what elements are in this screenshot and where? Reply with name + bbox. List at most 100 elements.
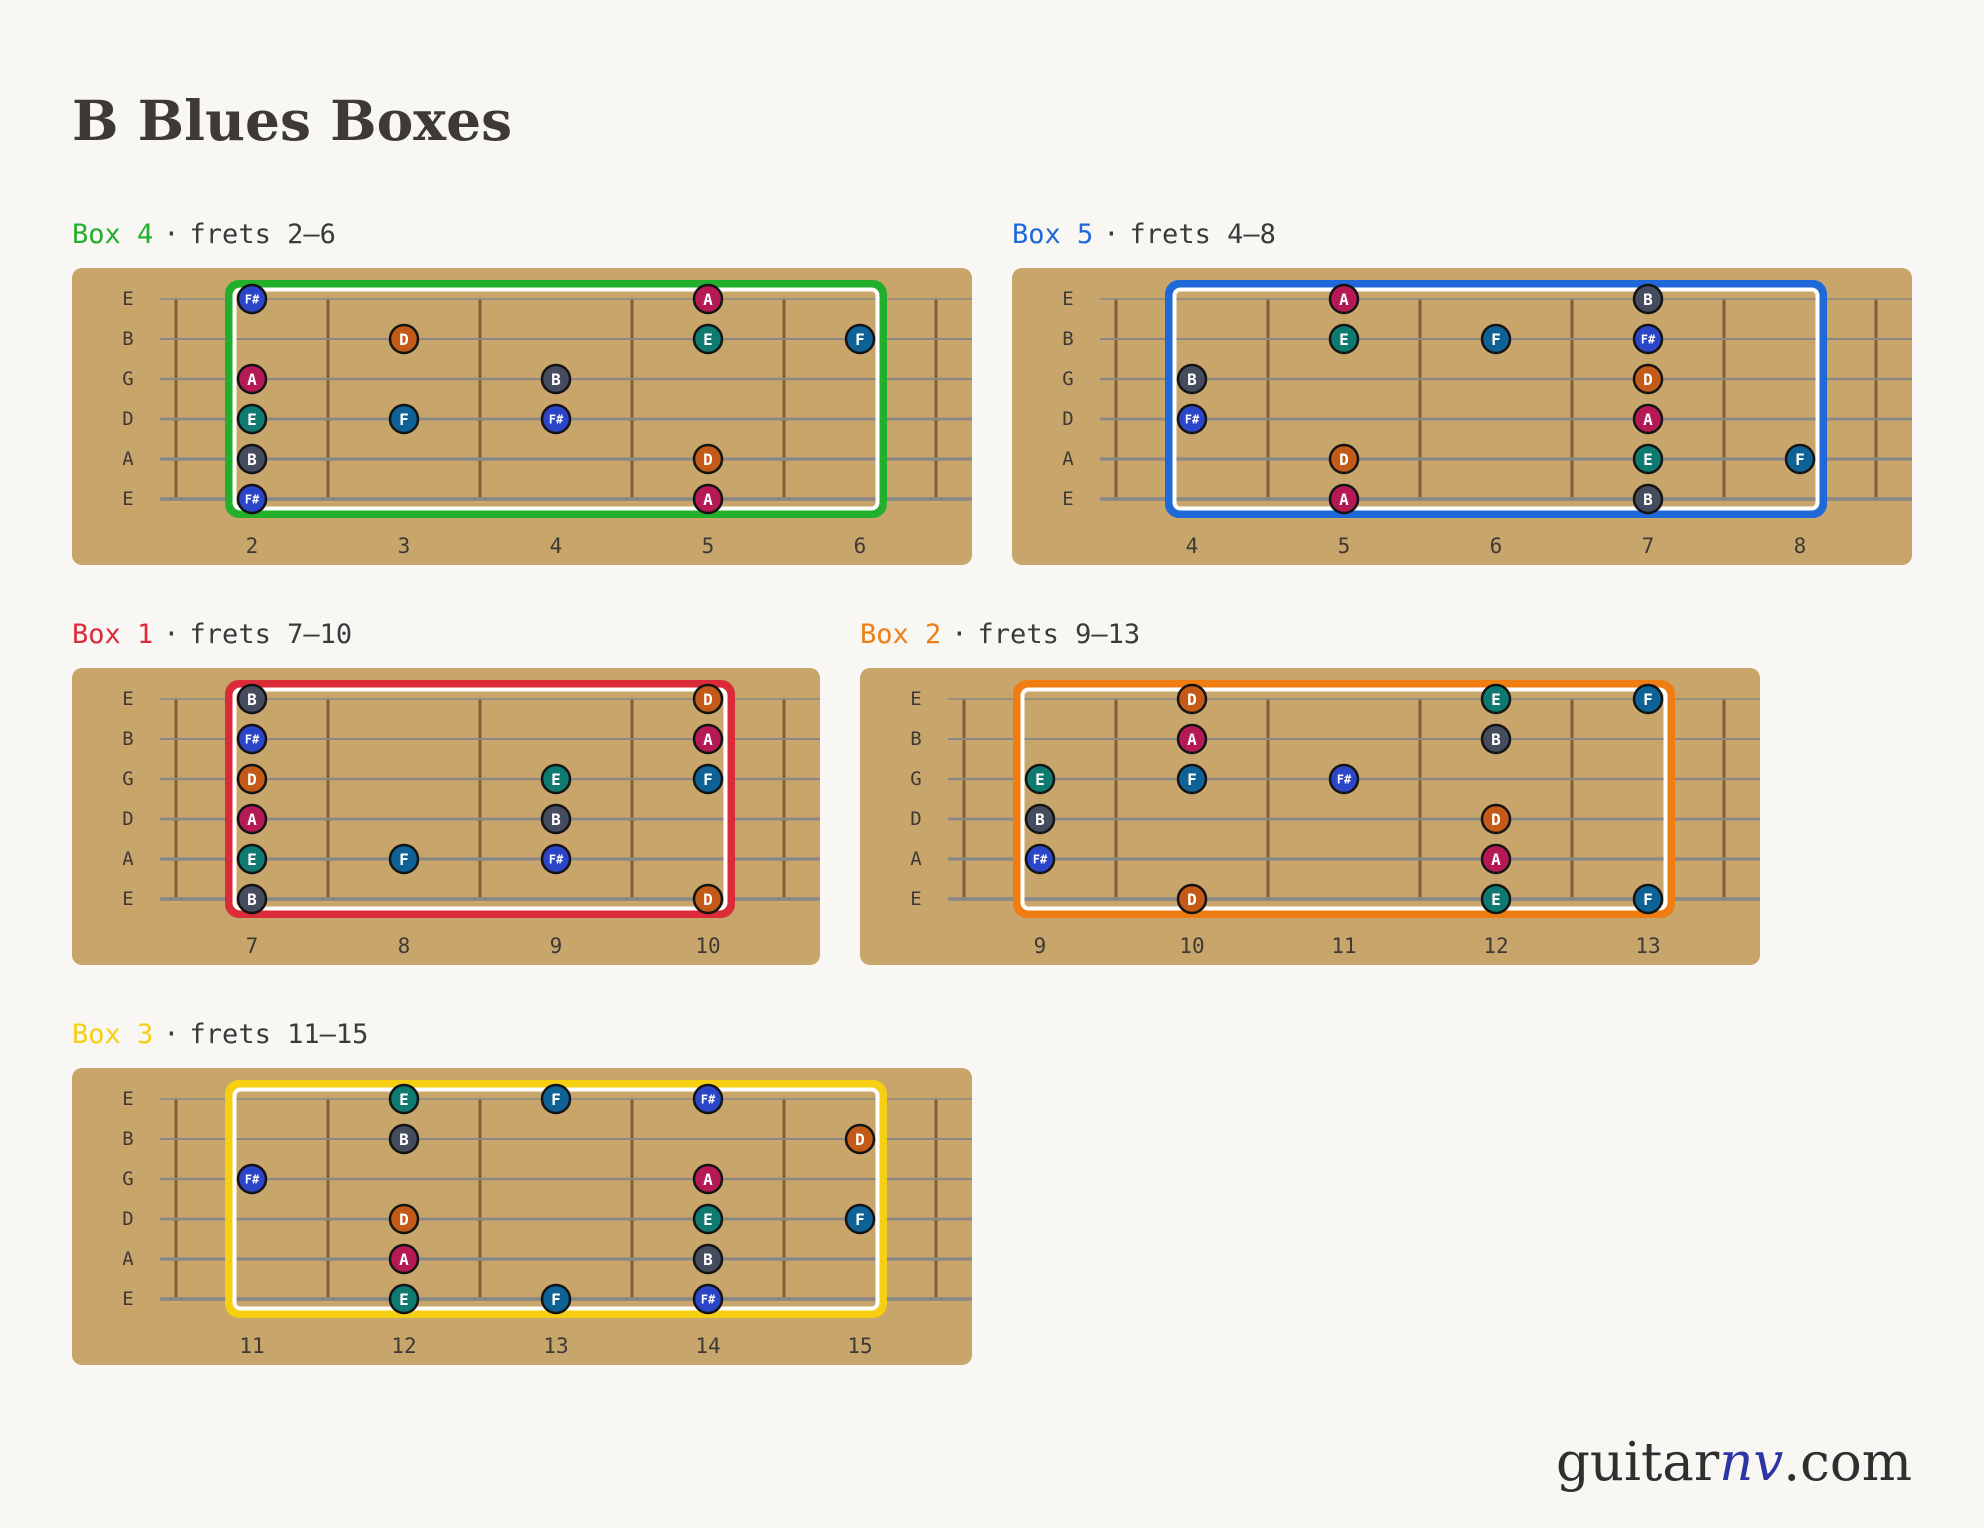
- note-label: D: [247, 770, 257, 789]
- note-label: B: [1643, 290, 1653, 309]
- note-marker: A: [1176, 723, 1208, 755]
- note-label: F: [551, 1290, 561, 1309]
- note-marker: B: [236, 443, 268, 475]
- fret-number: 13: [1635, 934, 1660, 958]
- note-label: F: [1187, 770, 1197, 789]
- string-label: D: [122, 808, 133, 830]
- box-outline-inner: [232, 287, 880, 511]
- note-marker: D: [844, 1123, 876, 1155]
- string-label: G: [122, 368, 133, 390]
- note-dot: [1480, 883, 1512, 915]
- note-label: F: [551, 1090, 561, 1109]
- fret-range: 7–10: [287, 619, 353, 650]
- fretboard-background: [72, 268, 972, 565]
- note-dot: [236, 763, 268, 795]
- note-label: A: [247, 370, 257, 389]
- string-label: A: [122, 1248, 134, 1270]
- note-label: A: [399, 1250, 409, 1269]
- note-label: B: [1035, 810, 1045, 829]
- note-label: A: [1491, 850, 1501, 869]
- note-marker: B: [1480, 723, 1512, 755]
- note-label: F#: [549, 853, 564, 867]
- fret-number: 11: [1331, 934, 1356, 958]
- note-marker: A: [236, 363, 268, 395]
- note-dot: [236, 283, 268, 315]
- note-label: B: [247, 890, 257, 909]
- frets-prefix: frets: [189, 1019, 271, 1050]
- note-dot: [1328, 283, 1360, 315]
- note-marker: B: [692, 1243, 724, 1275]
- note-dot: [692, 883, 724, 915]
- note-marker: B: [1632, 483, 1664, 515]
- note-marker: E: [692, 323, 724, 355]
- note-label: B: [703, 1250, 713, 1269]
- note-marker: D: [1480, 803, 1512, 835]
- note-marker: F#: [1024, 843, 1056, 875]
- fret-number: 8: [1794, 534, 1807, 558]
- note-label: F#: [549, 413, 564, 427]
- fret-number: 9: [1034, 934, 1047, 958]
- string-label: B: [122, 728, 133, 750]
- note-label: D: [1643, 370, 1653, 389]
- note-marker: E: [388, 1083, 420, 1115]
- note-label: F#: [1337, 773, 1352, 787]
- note-label: F: [703, 770, 713, 789]
- note-marker: F#: [236, 483, 268, 515]
- note-dot: [388, 1123, 420, 1155]
- fret-number: 7: [246, 934, 259, 958]
- note-dot: [1632, 443, 1664, 475]
- note-marker: A: [1328, 283, 1360, 315]
- string-label: A: [910, 848, 922, 870]
- note-label: E: [247, 850, 257, 869]
- fretboard-background: [72, 1068, 972, 1365]
- note-dot: [540, 763, 572, 795]
- brand-name-end: .com: [1783, 1432, 1912, 1493]
- note-label: A: [1339, 490, 1349, 509]
- note-marker: F: [844, 1203, 876, 1235]
- box-outline-inner: [232, 687, 728, 911]
- note-dot: [1480, 843, 1512, 875]
- note-label: A: [247, 810, 257, 829]
- brand-name-start: guitar: [1555, 1432, 1720, 1493]
- note-marker: A: [1328, 483, 1360, 515]
- fretboard-background: [1012, 268, 1912, 565]
- note-dot: [1328, 483, 1360, 515]
- note-dot: [236, 723, 268, 755]
- note-label: D: [703, 690, 713, 709]
- diagram-header: Box 3·frets 11–15: [72, 1015, 368, 1055]
- fret-number: 4: [550, 534, 563, 558]
- note-dot: [1480, 723, 1512, 755]
- note-label: D: [399, 330, 409, 349]
- note-label: B: [247, 690, 257, 709]
- box-outline: [225, 680, 735, 918]
- note-marker: B: [1024, 803, 1056, 835]
- note-label: F#: [1641, 333, 1656, 347]
- diagram-header: Box 5·frets 4–8: [1012, 215, 1276, 255]
- fret-number: 7: [1642, 534, 1655, 558]
- note-dot: [540, 1283, 572, 1315]
- note-dot: [388, 323, 420, 355]
- note-label: F: [399, 850, 409, 869]
- note-label: B: [551, 810, 561, 829]
- note-label: E: [399, 1290, 409, 1309]
- fret-number: 10: [695, 934, 720, 958]
- note-dot: [236, 883, 268, 915]
- note-marker: B: [388, 1123, 420, 1155]
- note-dot: [692, 283, 724, 315]
- fret-number: 12: [391, 1334, 416, 1358]
- note-marker: B: [236, 683, 268, 715]
- note-marker: B: [1632, 283, 1664, 315]
- note-label: A: [703, 1170, 713, 1189]
- note-marker: F: [844, 323, 876, 355]
- note-marker: F#: [1632, 323, 1664, 355]
- note-label: E: [703, 330, 713, 349]
- note-dot: [692, 323, 724, 355]
- note-label: E: [247, 410, 257, 429]
- note-dot: [236, 483, 268, 515]
- note-label: E: [703, 1210, 713, 1229]
